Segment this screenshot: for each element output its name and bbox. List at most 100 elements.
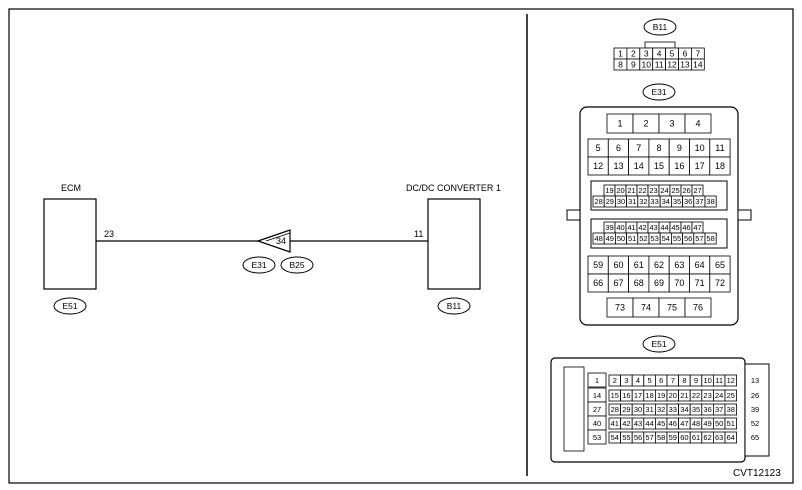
pin-label: 48	[692, 419, 700, 428]
b25-tag	[280, 256, 314, 274]
pin-label: 58	[657, 433, 665, 442]
pin-label: 39	[751, 405, 759, 414]
pin-label: 1	[595, 376, 599, 385]
pin-label: 33	[650, 197, 658, 206]
pin-cell	[587, 372, 607, 388]
pin-label: 66	[593, 278, 603, 288]
pin-label: 9	[631, 60, 636, 70]
pin-label: 2	[643, 119, 648, 129]
pin-label: 64	[695, 260, 705, 270]
pin-label: 44	[660, 223, 668, 232]
pin-label: 27	[693, 186, 701, 195]
pin-label: 61	[634, 260, 644, 270]
pin-cell	[724, 417, 738, 430]
pin-label: 32	[657, 405, 665, 414]
pin-label: 48	[594, 234, 602, 243]
pin-cell	[684, 113, 712, 134]
pin-label: 8	[657, 143, 662, 153]
pin-label: 29	[606, 197, 614, 206]
pin-label: 11	[715, 376, 723, 385]
dcdc-pin-label: 11	[414, 229, 423, 239]
pin-label: 60	[680, 433, 688, 442]
pin-label: 65	[751, 433, 759, 442]
pin-label: 12	[667, 60, 677, 70]
b11-tag-label: B11	[447, 301, 462, 311]
pin-label: 24	[660, 186, 668, 195]
pin-label: 21	[627, 186, 635, 195]
pin-label: 18	[645, 391, 653, 400]
pin-label: 40	[593, 419, 601, 428]
pin-label: 9	[677, 143, 682, 153]
pin-label: 1	[618, 49, 623, 59]
pin-label: 56	[684, 234, 692, 243]
pin-label: 61	[692, 433, 700, 442]
pin-label: 57	[645, 433, 653, 442]
pin-cell	[691, 58, 705, 71]
pin-label: 54	[662, 234, 670, 243]
pin-label: 8	[618, 60, 623, 70]
pin-label: 43	[649, 223, 657, 232]
pin-label: 30	[634, 405, 642, 414]
pin-label: 31	[645, 405, 653, 414]
pin-label: 23	[649, 186, 657, 195]
pin-label: 17	[695, 161, 705, 171]
pin-label: 38	[727, 405, 735, 414]
pin-label: 25	[727, 391, 735, 400]
pin-cell	[704, 232, 717, 245]
pin-label: 65	[715, 260, 725, 270]
pin-label: 46	[682, 223, 690, 232]
pin-label: 40	[616, 223, 624, 232]
pin-label: 12	[593, 161, 603, 171]
pin-cell	[724, 431, 738, 444]
pin-label: 60	[613, 260, 623, 270]
e51-tag	[53, 297, 87, 315]
pin-label: 14	[593, 391, 601, 400]
pin-label: 36	[703, 405, 711, 414]
pin-label: 43	[634, 419, 642, 428]
pin-label: 7	[695, 49, 700, 59]
pin-label: 24	[715, 391, 723, 400]
e31-latch-right	[737, 209, 752, 221]
pin-label: 18	[715, 161, 725, 171]
pin-label: 14	[634, 161, 644, 171]
pin-label: 64	[727, 433, 735, 442]
joint-pin-label: 34	[276, 236, 286, 246]
pin-label: 50	[715, 419, 723, 428]
b11-tag	[437, 297, 471, 315]
pin-label: 51	[628, 234, 636, 243]
pin-label: 12	[727, 376, 735, 385]
b25-tag-label: B25	[289, 260, 304, 270]
joint-connector-inner	[265, 232, 291, 242]
pin-label: 72	[715, 278, 725, 288]
pin-cell	[587, 429, 607, 445]
pin-label: 51	[727, 419, 735, 428]
pin-label: 26	[751, 391, 759, 400]
pin-label: 2	[631, 49, 636, 59]
pin-label: 52	[751, 419, 759, 428]
ecm-label: ECM	[61, 183, 81, 193]
b11-key	[644, 41, 676, 49]
pin-label: 46	[669, 419, 677, 428]
ecm-pin-label: 23	[104, 229, 114, 239]
pin-label: 4	[657, 49, 662, 59]
pin-label: 14	[693, 60, 703, 70]
pin-label: 27	[593, 405, 601, 414]
pin-label: 52	[639, 234, 647, 243]
pin-label: 38	[706, 197, 714, 206]
pin-label: 41	[627, 223, 635, 232]
pin-label: 13	[613, 161, 623, 171]
e31-latch-left	[566, 209, 581, 221]
e31-tag-label: E31	[251, 260, 266, 270]
pin-label: 8	[682, 376, 686, 385]
pin-label: 9	[694, 376, 698, 385]
pin-label: 13	[680, 60, 690, 70]
pin-cell	[724, 374, 738, 387]
pin-label: 37	[715, 405, 723, 414]
pin-label: 3	[624, 376, 628, 385]
pin-label: 22	[692, 391, 700, 400]
pin-label: 69	[654, 278, 664, 288]
pin-label: 50	[617, 234, 625, 243]
pin-label: 63	[715, 433, 723, 442]
